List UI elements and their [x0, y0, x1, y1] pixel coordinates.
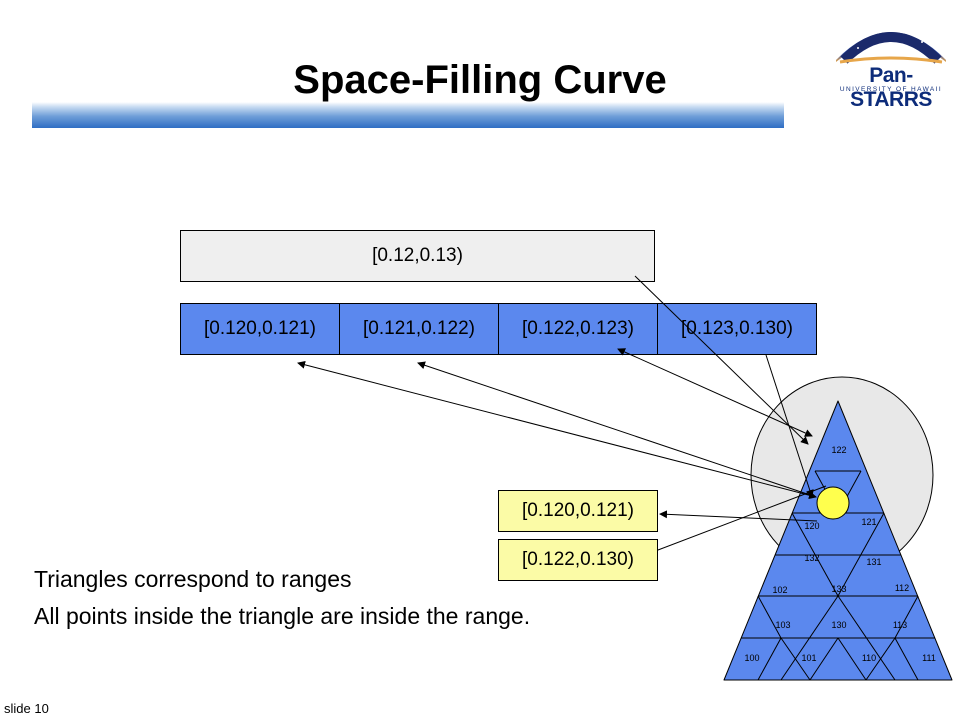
tri-label-131: 131 [866, 557, 881, 567]
title-underline-bar [32, 102, 784, 128]
sub-range-box-1: [0.120,0.121) [180, 303, 340, 355]
arrow-line-6 [659, 510, 818, 522]
pan-starrs-logo [836, 25, 946, 64]
logo-subtitle: UNIVERSITY OF HAWAII [839, 86, 943, 93]
slide-number: slide 10 [4, 701, 49, 716]
sub-range-box-3: [0.122,0.123) [498, 303, 658, 355]
query-range-box-2: [0.122,0.130) [498, 539, 658, 581]
tri-label-102: 102 [772, 585, 787, 595]
slide-title: Space-Filling Curve [293, 58, 667, 102]
sub-range-box-4: [0.123,0.130) [657, 303, 817, 355]
arrow-line-7 [636, 485, 827, 560]
tri-label-103: 103 [775, 620, 790, 630]
caption-line-2: All points inside the triangle are insid… [34, 603, 531, 629]
parent-range-box: [0.12,0.13) [180, 230, 655, 282]
arrow-line-1 [297, 360, 817, 500]
logo-title: Pan-STARRS [850, 64, 932, 111]
tri-label-130: 130 [831, 620, 846, 630]
query-range-box-1: [0.120,0.121) [498, 490, 658, 532]
tri-label-120: 120 [804, 521, 819, 531]
arrow-line-2 [417, 361, 817, 498]
query-point-circle [816, 486, 850, 520]
caption-line-1: Triangles correspond to ranges [34, 566, 352, 592]
tri-label-110: 110 [862, 653, 876, 663]
arrow-line-5 [634, 275, 809, 445]
tri-label-113: 113 [893, 620, 907, 630]
arrow-line-3 [617, 348, 813, 437]
tri-label-100: 100 [744, 653, 759, 663]
tri-label-122: 122 [831, 445, 846, 455]
tri-label-112: 112 [895, 583, 909, 593]
tri-label-133: 133 [831, 584, 846, 594]
tri-label-101: 101 [801, 653, 816, 663]
sub-range-box-2: [0.121,0.122) [339, 303, 499, 355]
tri-label-132: 132 [804, 553, 819, 563]
tri-label-111: 111 [922, 653, 936, 663]
tri-label-121: 121 [861, 517, 876, 527]
